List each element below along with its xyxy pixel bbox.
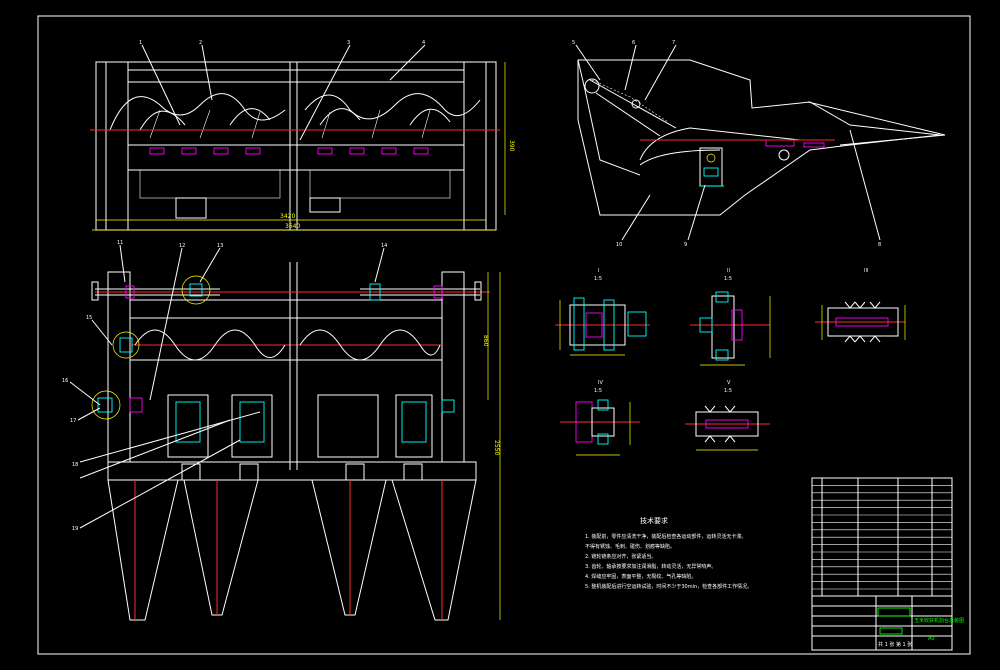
svg-text:不得有锈蚀、毛刺、碰伤、划痕等缺陷。: 不得有锈蚀、毛刺、碰伤、划痕等缺陷。 [585, 543, 675, 550]
svg-text:1:5: 1:5 [594, 388, 602, 394]
sheet-count: 共 1 张 第 1 张 [878, 641, 912, 648]
svg-text:I: I [598, 268, 599, 274]
svg-text:4. 焊缝应牢固，表面平整，无裂纹、气孔等缺陷。: 4. 焊缝应牢固，表面平整，无裂纹、气孔等缺陷。 [585, 573, 696, 580]
svg-text:3640: 3640 [285, 223, 300, 230]
section-view-5: V 1:5 [685, 380, 770, 451]
callout-7: 7 [672, 40, 675, 46]
drawing-name: 玉米收获机割台总装图 [914, 617, 964, 624]
callout-12: 12 [179, 243, 185, 249]
callout-17: 17 [70, 418, 76, 424]
svg-text:V: V [727, 380, 731, 386]
section-view-4: IV 1:5 [560, 380, 640, 456]
section-view-1: I 1:5 [555, 268, 650, 356]
svg-text:3. 齿轮、轴承按要求加注润滑脂，转动灵活，无异常响声。: 3. 齿轮、轴承按要求加注润滑脂，转动灵活，无异常响声。 [585, 563, 716, 570]
callout-5: 5 [572, 40, 575, 46]
callout-14: 14 [381, 243, 387, 249]
callout-1: 1 [139, 40, 142, 46]
svg-text:860: 860 [482, 335, 489, 347]
section-view-3: III [815, 268, 906, 343]
callout-15: 15 [86, 315, 92, 321]
callout-18: 18 [72, 462, 78, 468]
svg-text:2. 链轮链条应对齐，张紧适当。: 2. 链轮链条应对齐，张紧适当。 [585, 553, 656, 560]
callout-16: 16 [62, 378, 68, 384]
svg-text:5. 整机装配后进行空运转试验，时间不少于30min，检查各: 5. 整机装配后进行空运转试验，时间不少于30min，检查各部件工作情况。 [585, 583, 752, 590]
callout-9: 9 [684, 242, 687, 248]
svg-text:IV: IV [598, 380, 603, 386]
title-block: 玉米收获机割台总装图 A0 共 1 张 第 1 张 [811, 595, 964, 651]
tech-requirements-title: 技术要求 [640, 516, 668, 525]
svg-text:III: III [864, 268, 868, 274]
callout-10: 10 [616, 242, 622, 248]
callout-13: 13 [217, 243, 223, 249]
svg-text:1. 装配前，零件应清洗干净，装配后检查各运动部件，运转灵活: 1. 装配前，零件应清洗干净，装配后检查各运动部件，运转灵活无卡滞。 [585, 533, 746, 540]
tech-requirements: 技术要求 1. 装配前，零件应清洗干净，装配后检查各运动部件，运转灵活无卡滞。 … [585, 516, 752, 590]
svg-text:1:5: 1:5 [724, 388, 732, 394]
side-view: 5 6 7 8 9 10 [572, 40, 946, 248]
callout-4: 4 [422, 40, 425, 46]
parts-list [811, 477, 953, 597]
callout-19: 19 [72, 526, 78, 532]
section-view-2: II 1:5 [690, 268, 771, 366]
svg-text:1:5: 1:5 [724, 276, 732, 282]
callout-8: 8 [878, 242, 881, 248]
svg-text:2550: 2550 [493, 440, 500, 455]
sheet-border [37, 15, 971, 655]
callout-11: 11 [117, 240, 123, 246]
plan-view: 860 2550 11 12 13 14 15 16 17 18 19 [62, 240, 501, 621]
front-view: 390 3420 3640 1 2 3 4 [90, 40, 515, 231]
svg-text:390: 390 [508, 140, 515, 152]
svg-text:3420: 3420 [280, 213, 295, 220]
drawing-number: A0 [928, 636, 935, 642]
svg-text:1:5: 1:5 [594, 276, 602, 282]
callout-2: 2 [199, 40, 202, 46]
callout-6: 6 [632, 40, 635, 46]
callout-3: 3 [347, 40, 350, 46]
svg-text:II: II [727, 268, 730, 274]
